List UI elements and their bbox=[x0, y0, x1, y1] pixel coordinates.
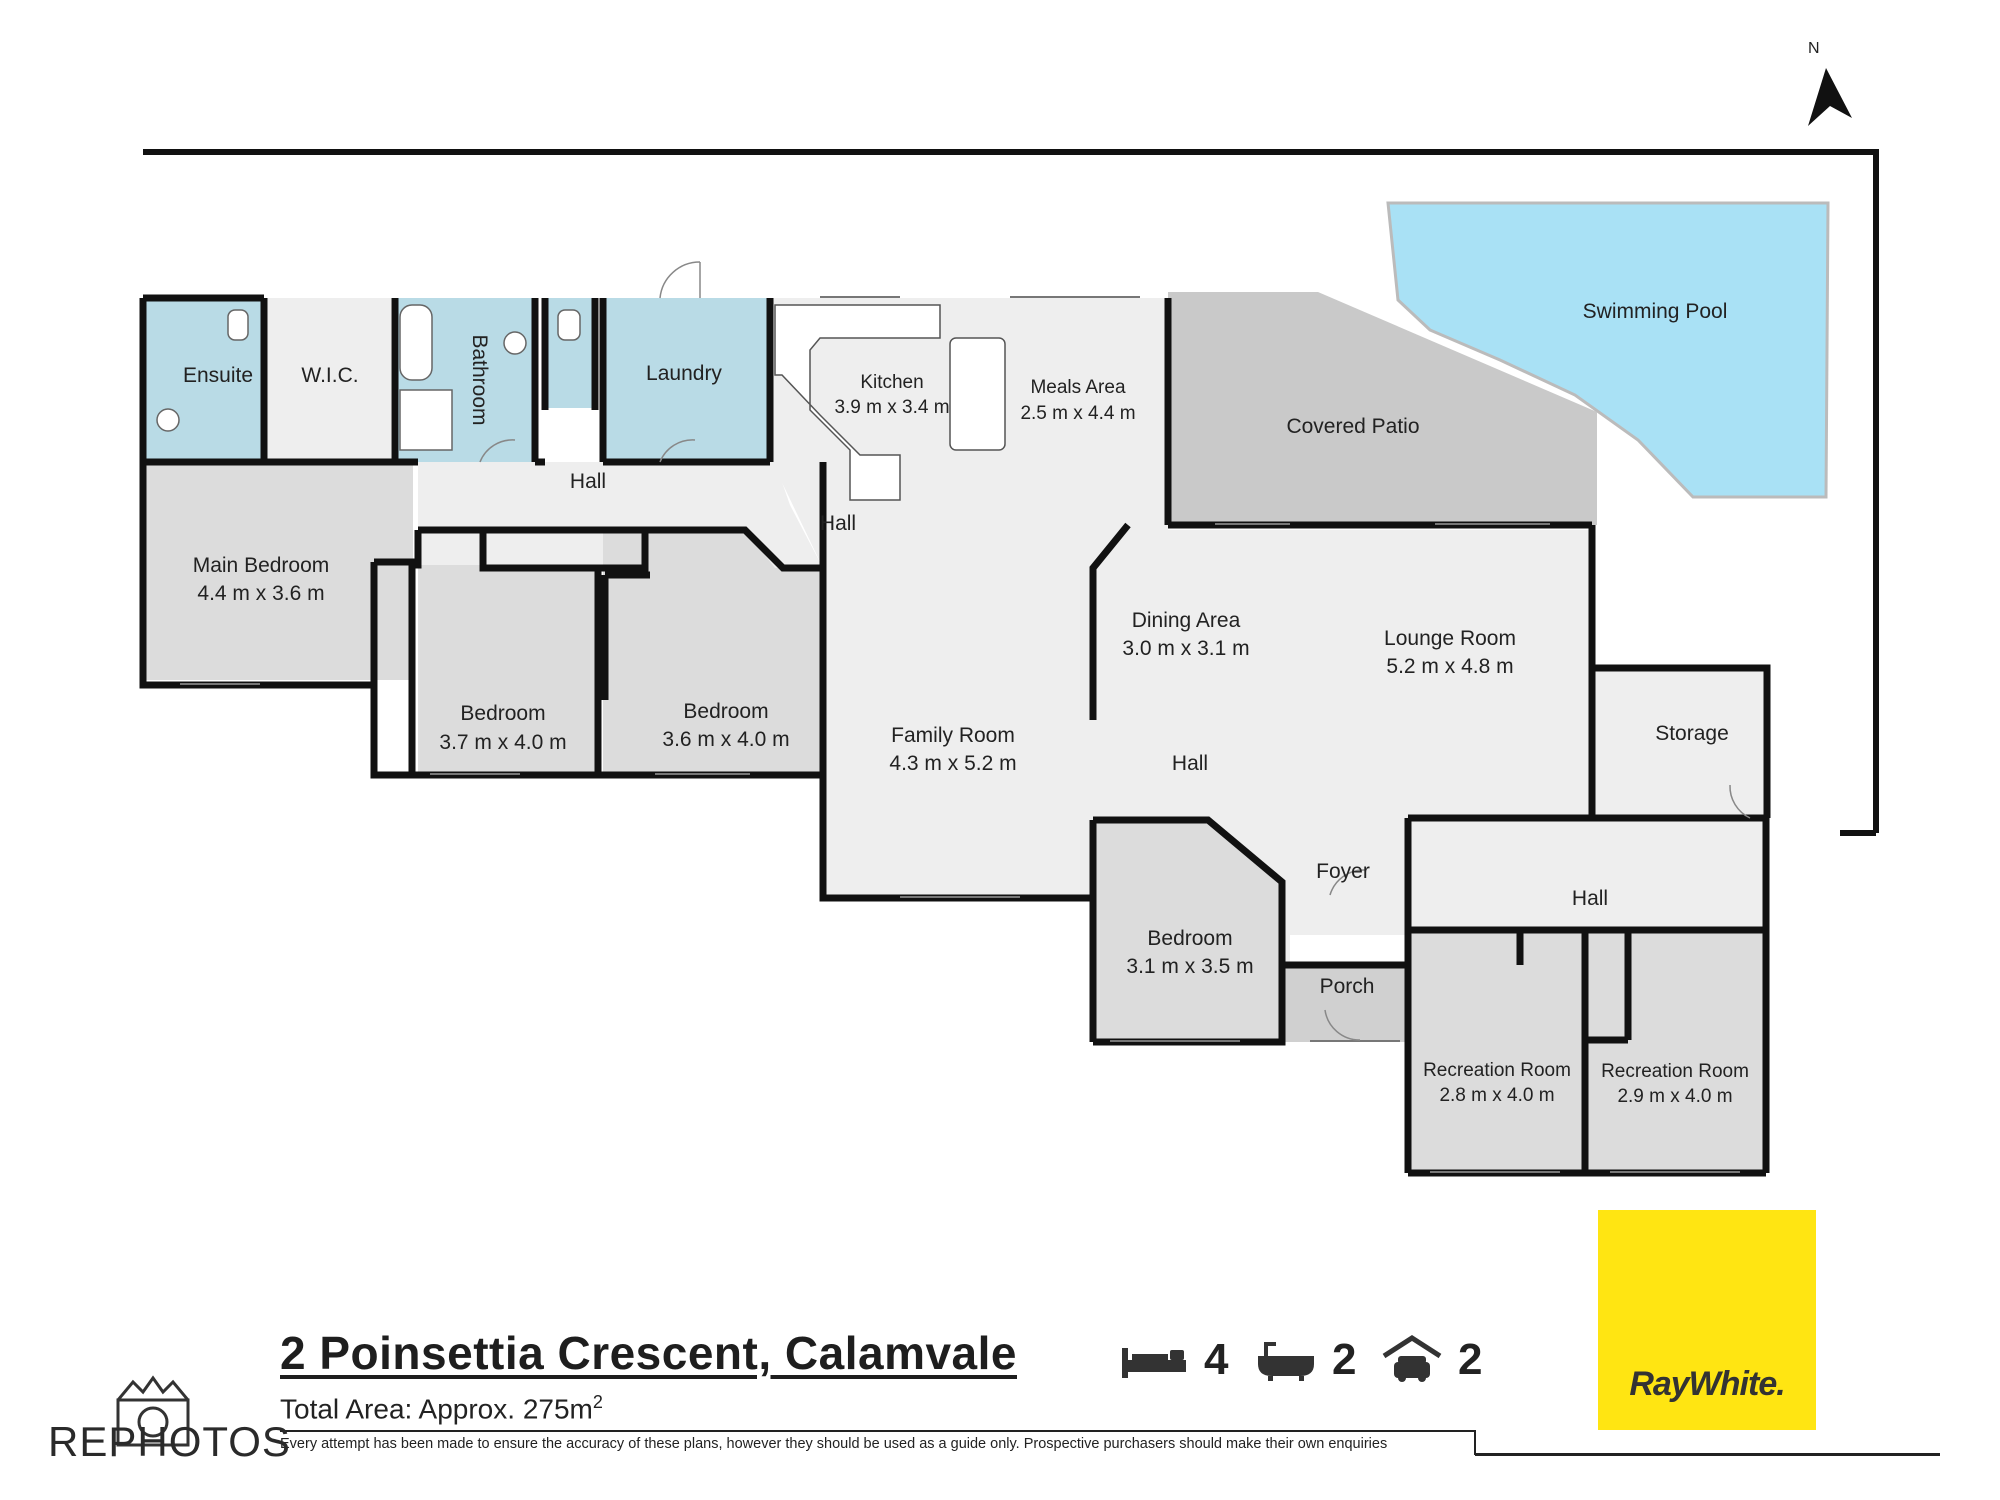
bed-icon bbox=[1122, 1348, 1186, 1378]
lounge-dim: 5.2 m x 4.8 m bbox=[1386, 655, 1513, 678]
kitchen-dim: 3.9 m x 3.4 m bbox=[834, 397, 949, 418]
property-address: 2 Poinsettia Crescent, Calamvale bbox=[280, 1327, 1017, 1379]
ensuite-label: Ensuite bbox=[183, 364, 253, 387]
main-bedroom-dim: 4.4 m x 3.6 m bbox=[197, 582, 324, 605]
family-label: Family Room bbox=[891, 724, 1015, 747]
dining-dim: 3.0 m x 3.1 m bbox=[1122, 637, 1249, 660]
bathrooms-feature: 2 bbox=[1254, 1330, 1356, 1390]
hall-label-3: Hall bbox=[1172, 752, 1208, 775]
hall-label-2: Hall bbox=[820, 512, 856, 535]
family-dim: 4.3 m x 5.2 m bbox=[889, 752, 1016, 775]
bedroom-3-label: Bedroom bbox=[683, 700, 768, 723]
total-area-text: Total Area: Approx. 275m bbox=[280, 1393, 593, 1425]
bathroom-fixtures bbox=[156, 304, 581, 451]
door-swings bbox=[479, 261, 1751, 1041]
hall-label-4: Hall bbox=[1572, 887, 1608, 910]
garages-feature: 2 bbox=[1380, 1330, 1482, 1390]
swimming-pool bbox=[1386, 201, 1830, 499]
dining-label: Dining Area bbox=[1132, 609, 1241, 632]
bathtub-icon bbox=[1258, 1342, 1314, 1381]
bathrooms-count: 2 bbox=[1332, 1335, 1357, 1384]
bedrooms-feature: 4 bbox=[1118, 1330, 1228, 1390]
room-labels: Ensuite W.I.C. Bathroom Laundry Kitchen … bbox=[183, 300, 1749, 1107]
recreation-1-dim: 2.8 m x 4.0 m bbox=[1439, 1085, 1554, 1106]
footer-divider-step bbox=[1474, 1430, 1476, 1455]
north-arrow-icon bbox=[1808, 68, 1852, 126]
bedroom-4-label: Bedroom bbox=[1147, 927, 1232, 950]
bedroom-2-dim: 3.7 m x 4.0 m bbox=[439, 731, 566, 754]
bedroom-3-dim: 3.6 m x 4.0 m bbox=[662, 728, 789, 751]
garages-count: 2 bbox=[1458, 1335, 1483, 1384]
recreation-2-dim: 2.9 m x 4.0 m bbox=[1617, 1086, 1732, 1107]
covered-patio-label: Covered Patio bbox=[1286, 415, 1419, 438]
north-label: N bbox=[1808, 40, 1820, 57]
agency-logo-text: RayWhite. bbox=[1629, 1365, 1785, 1403]
boundary-fence bbox=[143, 149, 1879, 836]
storage-label: Storage bbox=[1655, 722, 1729, 745]
hall-label-1: Hall bbox=[570, 470, 606, 493]
kitchen-benches bbox=[774, 304, 1006, 501]
disclaimer-text: Every attempt has been made to ensure th… bbox=[280, 1436, 1388, 1452]
studio-logo-text: REPHOTOS bbox=[48, 1418, 291, 1465]
pool-label: Swimming Pool bbox=[1583, 300, 1728, 323]
wic-label: W.I.C. bbox=[301, 364, 358, 387]
recreation-1-label: Recreation Room bbox=[1423, 1060, 1571, 1081]
area-unit-superscript: 2 bbox=[592, 1392, 603, 1412]
covered-patio bbox=[1168, 292, 1597, 525]
lounge-label: Lounge Room bbox=[1384, 627, 1516, 650]
porch-label: Porch bbox=[1320, 975, 1375, 998]
bedroom-4-dim: 3.1 m x 3.5 m bbox=[1126, 955, 1253, 978]
agency-logo-box bbox=[1598, 1210, 1816, 1430]
meals-dim: 2.5 m x 4.4 m bbox=[1020, 403, 1135, 424]
meals-label: Meals Area bbox=[1030, 377, 1125, 398]
bedrooms-count: 4 bbox=[1204, 1335, 1229, 1384]
recreation-2-label: Recreation Room bbox=[1601, 1061, 1749, 1082]
foyer-label: Foyer bbox=[1316, 860, 1370, 883]
total-area: Total Area: Approx. 275m2 bbox=[280, 1392, 603, 1425]
footer-divider-right bbox=[1475, 1453, 1940, 1456]
kitchen-label: Kitchen bbox=[860, 372, 923, 393]
footer-divider bbox=[280, 1430, 1475, 1432]
bathroom-label: Bathroom bbox=[468, 334, 491, 425]
bedroom-2-label: Bedroom bbox=[460, 702, 545, 725]
camera-logo-icon bbox=[116, 1375, 190, 1447]
main-bedroom-label: Main Bedroom bbox=[193, 554, 330, 577]
garage-car-icon bbox=[1382, 1335, 1442, 1382]
laundry-label: Laundry bbox=[646, 362, 722, 385]
windows bbox=[180, 296, 1740, 1173]
